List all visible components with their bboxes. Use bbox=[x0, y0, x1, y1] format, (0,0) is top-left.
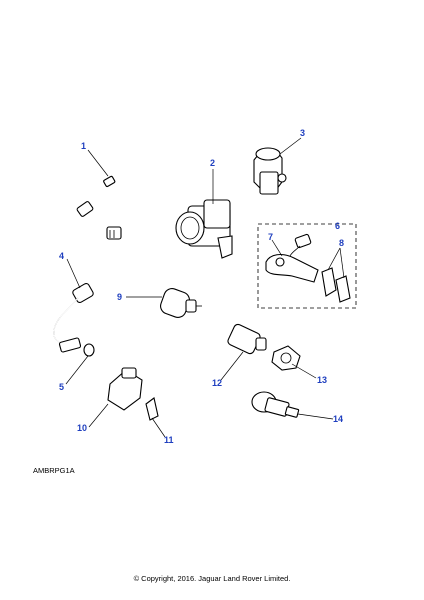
callout-11[interactable]: 11 bbox=[164, 435, 174, 445]
part-11-bracket[interactable] bbox=[145, 397, 159, 421]
part-4-sensor[interactable] bbox=[53, 282, 95, 353]
part-8-gaskets[interactable] bbox=[321, 267, 351, 303]
reference-code: AMBRPG1A bbox=[33, 466, 75, 475]
part-9-pressure-switch[interactable] bbox=[158, 286, 202, 319]
callout-9[interactable]: 9 bbox=[117, 292, 123, 302]
part-1-sensor-harness[interactable] bbox=[76, 174, 132, 240]
copyright-notice: © Copyright, 2016. Jaguar Land Rover Lim… bbox=[133, 574, 291, 583]
part-12-sensor[interactable] bbox=[227, 323, 267, 355]
callout-14[interactable]: 14 bbox=[333, 414, 344, 424]
part-14-sender[interactable] bbox=[251, 391, 300, 418]
part-3-switch[interactable] bbox=[253, 147, 287, 195]
part-13-gasket[interactable] bbox=[271, 345, 301, 371]
part-5-o-ring[interactable] bbox=[83, 343, 95, 357]
group-6-box bbox=[257, 223, 357, 309]
callout-13[interactable]: 13 bbox=[317, 375, 328, 385]
callout-2[interactable]: 2 bbox=[210, 158, 216, 168]
callout-1[interactable]: 1 bbox=[81, 141, 87, 151]
callout-3[interactable]: 3 bbox=[300, 128, 306, 138]
callout-7[interactable]: 7 bbox=[268, 232, 274, 242]
part-10-sensor[interactable] bbox=[107, 367, 143, 411]
part-2-sensor[interactable] bbox=[175, 199, 233, 259]
leader-lines bbox=[65, 137, 345, 438]
callout-5[interactable]: 5 bbox=[59, 382, 65, 392]
callout-10[interactable]: 10 bbox=[77, 423, 88, 433]
callout-6[interactable]: 6 bbox=[335, 221, 341, 231]
callout-8[interactable]: 8 bbox=[339, 238, 345, 248]
callout-12[interactable]: 12 bbox=[212, 378, 223, 388]
part-7-sensor[interactable] bbox=[265, 233, 319, 283]
callout-4[interactable]: 4 bbox=[59, 251, 65, 261]
